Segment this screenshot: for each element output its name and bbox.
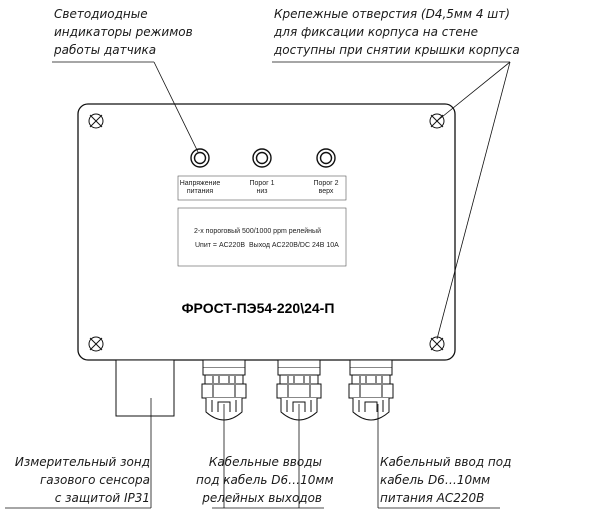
callout-leds-line: Светодиодные xyxy=(54,7,148,21)
leader-lines xyxy=(5,61,511,509)
callout-power-gland-line: Кабельный ввод под xyxy=(380,455,512,469)
callout-probe-line: Измерительный зонд xyxy=(14,455,150,469)
led-label-line: Порог 2 xyxy=(313,180,339,187)
callout-mounting-holes: Крепежные отверстия (D4,5мм 4 шт) для фи… xyxy=(274,5,520,59)
cable-gland-relay-1 xyxy=(201,359,247,421)
led-label-line: Напряжение xyxy=(179,180,221,187)
callout-leds-line: индикаторы режимов xyxy=(54,25,193,39)
spec-line-supply: Uпит = AC220В xyxy=(195,242,246,249)
callout-probe-line: с защитой IP31 xyxy=(54,491,150,505)
model-name: ФРОСТ-ПЭ54-220\24-П xyxy=(181,300,335,316)
callout-leds: Светодиодные индикаторы режимов работы д… xyxy=(54,5,193,59)
led-label-line: верх xyxy=(318,188,334,195)
led-threshold-2 xyxy=(316,148,336,168)
corner-screw-bottom-right xyxy=(429,336,445,352)
led-label-threshold-1: Порог 1 низ xyxy=(238,180,286,196)
led-label-line: Порог 1 xyxy=(249,180,275,187)
sensor-probe xyxy=(115,359,175,417)
callout-leds-line: работы датчика xyxy=(54,43,157,57)
callout-power-gland-line: кабель D6…10мм xyxy=(380,473,491,487)
callout-mounting-holes-line: доступны при снятии крышки корпуса xyxy=(274,43,520,57)
led-label-line: питания xyxy=(186,188,214,195)
callout-relay-glands-line: релейных выходов xyxy=(202,491,322,505)
callout-relay-glands: Кабельные вводы под кабель D6…10мм релей… xyxy=(196,453,334,507)
callout-power-gland-line: питания AC220В xyxy=(380,491,485,505)
callout-relay-glands-line: Кабельные вводы xyxy=(208,455,322,469)
led-label-line: низ xyxy=(256,188,268,195)
spec-line-output: Выход AC220В/DC 24В 10А xyxy=(249,242,339,249)
led-threshold-1 xyxy=(252,148,272,168)
enclosure-body xyxy=(77,103,456,361)
callout-power-gland: Кабельный ввод под кабель D6…10мм питани… xyxy=(380,453,511,507)
led-label-power: Напряжение питания xyxy=(176,180,224,196)
spec-line-type: 2-х пороговый 500/1000 ppm релейный xyxy=(194,228,321,235)
callout-probe: Измерительный зонд газового сенсора с за… xyxy=(4,453,150,507)
corner-screw-bottom-left xyxy=(88,336,104,352)
callout-mounting-holes-line: Крепежные отверстия (D4,5мм 4 шт) xyxy=(274,7,510,21)
led-label-plate xyxy=(177,175,347,201)
cable-gland-relay-2 xyxy=(276,359,322,421)
corner-screw-top-left xyxy=(88,113,104,129)
spec-text: 2-х пороговый 500/1000 ppm релейный Uпит… xyxy=(181,209,343,264)
led-label-threshold-2: Порог 2 верх xyxy=(302,180,350,196)
spec-plate xyxy=(177,207,347,267)
callout-probe-line: газового сенсора xyxy=(40,473,150,487)
callout-mounting-holes-line: для фиксации корпуса на стене xyxy=(274,25,478,39)
led-power xyxy=(190,148,210,168)
cable-gland-power xyxy=(348,359,394,421)
callout-relay-glands-line: под кабель D6…10мм xyxy=(196,473,334,487)
